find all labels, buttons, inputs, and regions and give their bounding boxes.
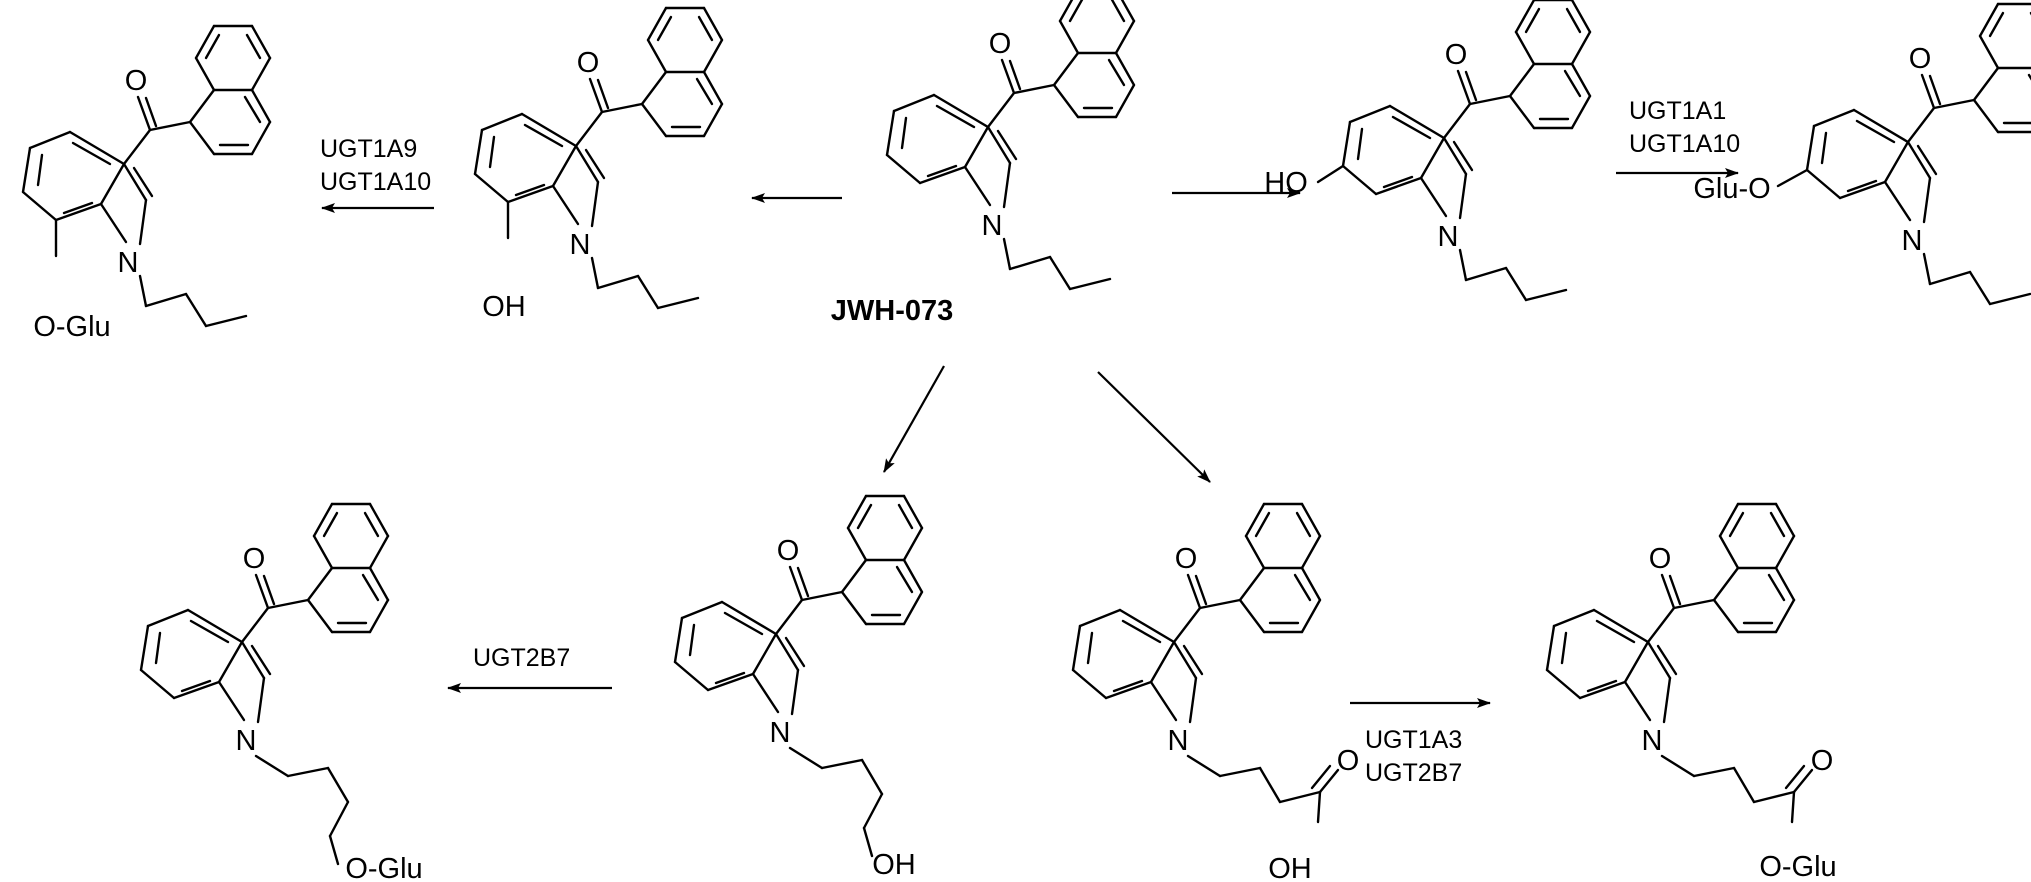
atom-n: N (982, 210, 1003, 242)
svg-text:O: O (125, 65, 148, 97)
svg-text:O: O (777, 535, 800, 567)
enzyme-label: UGT1A9 (320, 135, 417, 163)
hydroxy-6-metabolite: N O HO (1264, 0, 1592, 302)
enzyme-label: UGT1A3 (1365, 726, 1462, 754)
svg-text:O: O (1909, 43, 1932, 75)
svg-text:N: N (770, 717, 791, 749)
hydroxyl-label: OH (482, 291, 526, 323)
enzyme-label: UGT2B7 (1365, 759, 1462, 787)
acid-glu-carbonyl-o: O (1811, 745, 1834, 777)
enzyme-label: UGT1A10 (1629, 130, 1740, 158)
svg-text:O: O (243, 543, 266, 575)
glu-o-label: Glu-O (1693, 173, 1770, 205)
enzyme-label: UGT1A10 (320, 168, 431, 196)
svg-text:N: N (1642, 725, 1663, 757)
acid-glucuronide-metabolite: N O O O-Glu (1545, 502, 1837, 882)
svg-text:O: O (577, 47, 600, 79)
svg-text:N: N (118, 247, 139, 279)
oh-chain-label: OH (872, 849, 916, 881)
acid-o-glu-label: O-Glu (1759, 851, 1836, 882)
glucuronide-6-metabolite: N O Glu-O (1693, 2, 2031, 306)
butanoic-acid-metabolite: N O O OH (1071, 502, 1360, 882)
arrow-to-butanol (883, 365, 945, 473)
o-glu-chain-label: O-Glu (345, 853, 422, 882)
acid-carbonyl-o: O (1337, 745, 1360, 777)
butanol-metabolite: N O OH (673, 494, 924, 881)
atom-o: O (989, 28, 1012, 60)
hydroxy-7-metabolite: N O OH (473, 6, 724, 323)
o-glu-label: O-Glu (33, 311, 110, 343)
glucuronide-7-metabolite: N O O-Glu (21, 24, 272, 343)
svg-text:N: N (1438, 221, 1459, 253)
compound-title: JWH-073 (831, 295, 954, 327)
svg-text:O: O (1175, 543, 1198, 575)
svg-text:N: N (1902, 225, 1923, 257)
butanol-glucuronide-metabolite: N O O-Glu (139, 502, 423, 882)
acid-oh-label: OH (1268, 853, 1312, 882)
ho-label: HO (1264, 167, 1308, 199)
svg-text:N: N (1168, 725, 1189, 757)
svg-text:N: N (236, 725, 257, 757)
arrow-to-butanoic-acid (1097, 371, 1211, 483)
enzyme-label: UGT1A1 (1629, 97, 1726, 125)
enzyme-label: UGT2B7 (473, 644, 570, 672)
jwh-073-structure: N O (885, 0, 1136, 291)
svg-text:N: N (570, 229, 591, 261)
svg-text:O: O (1445, 39, 1468, 71)
svg-text:O: O (1649, 543, 1672, 575)
